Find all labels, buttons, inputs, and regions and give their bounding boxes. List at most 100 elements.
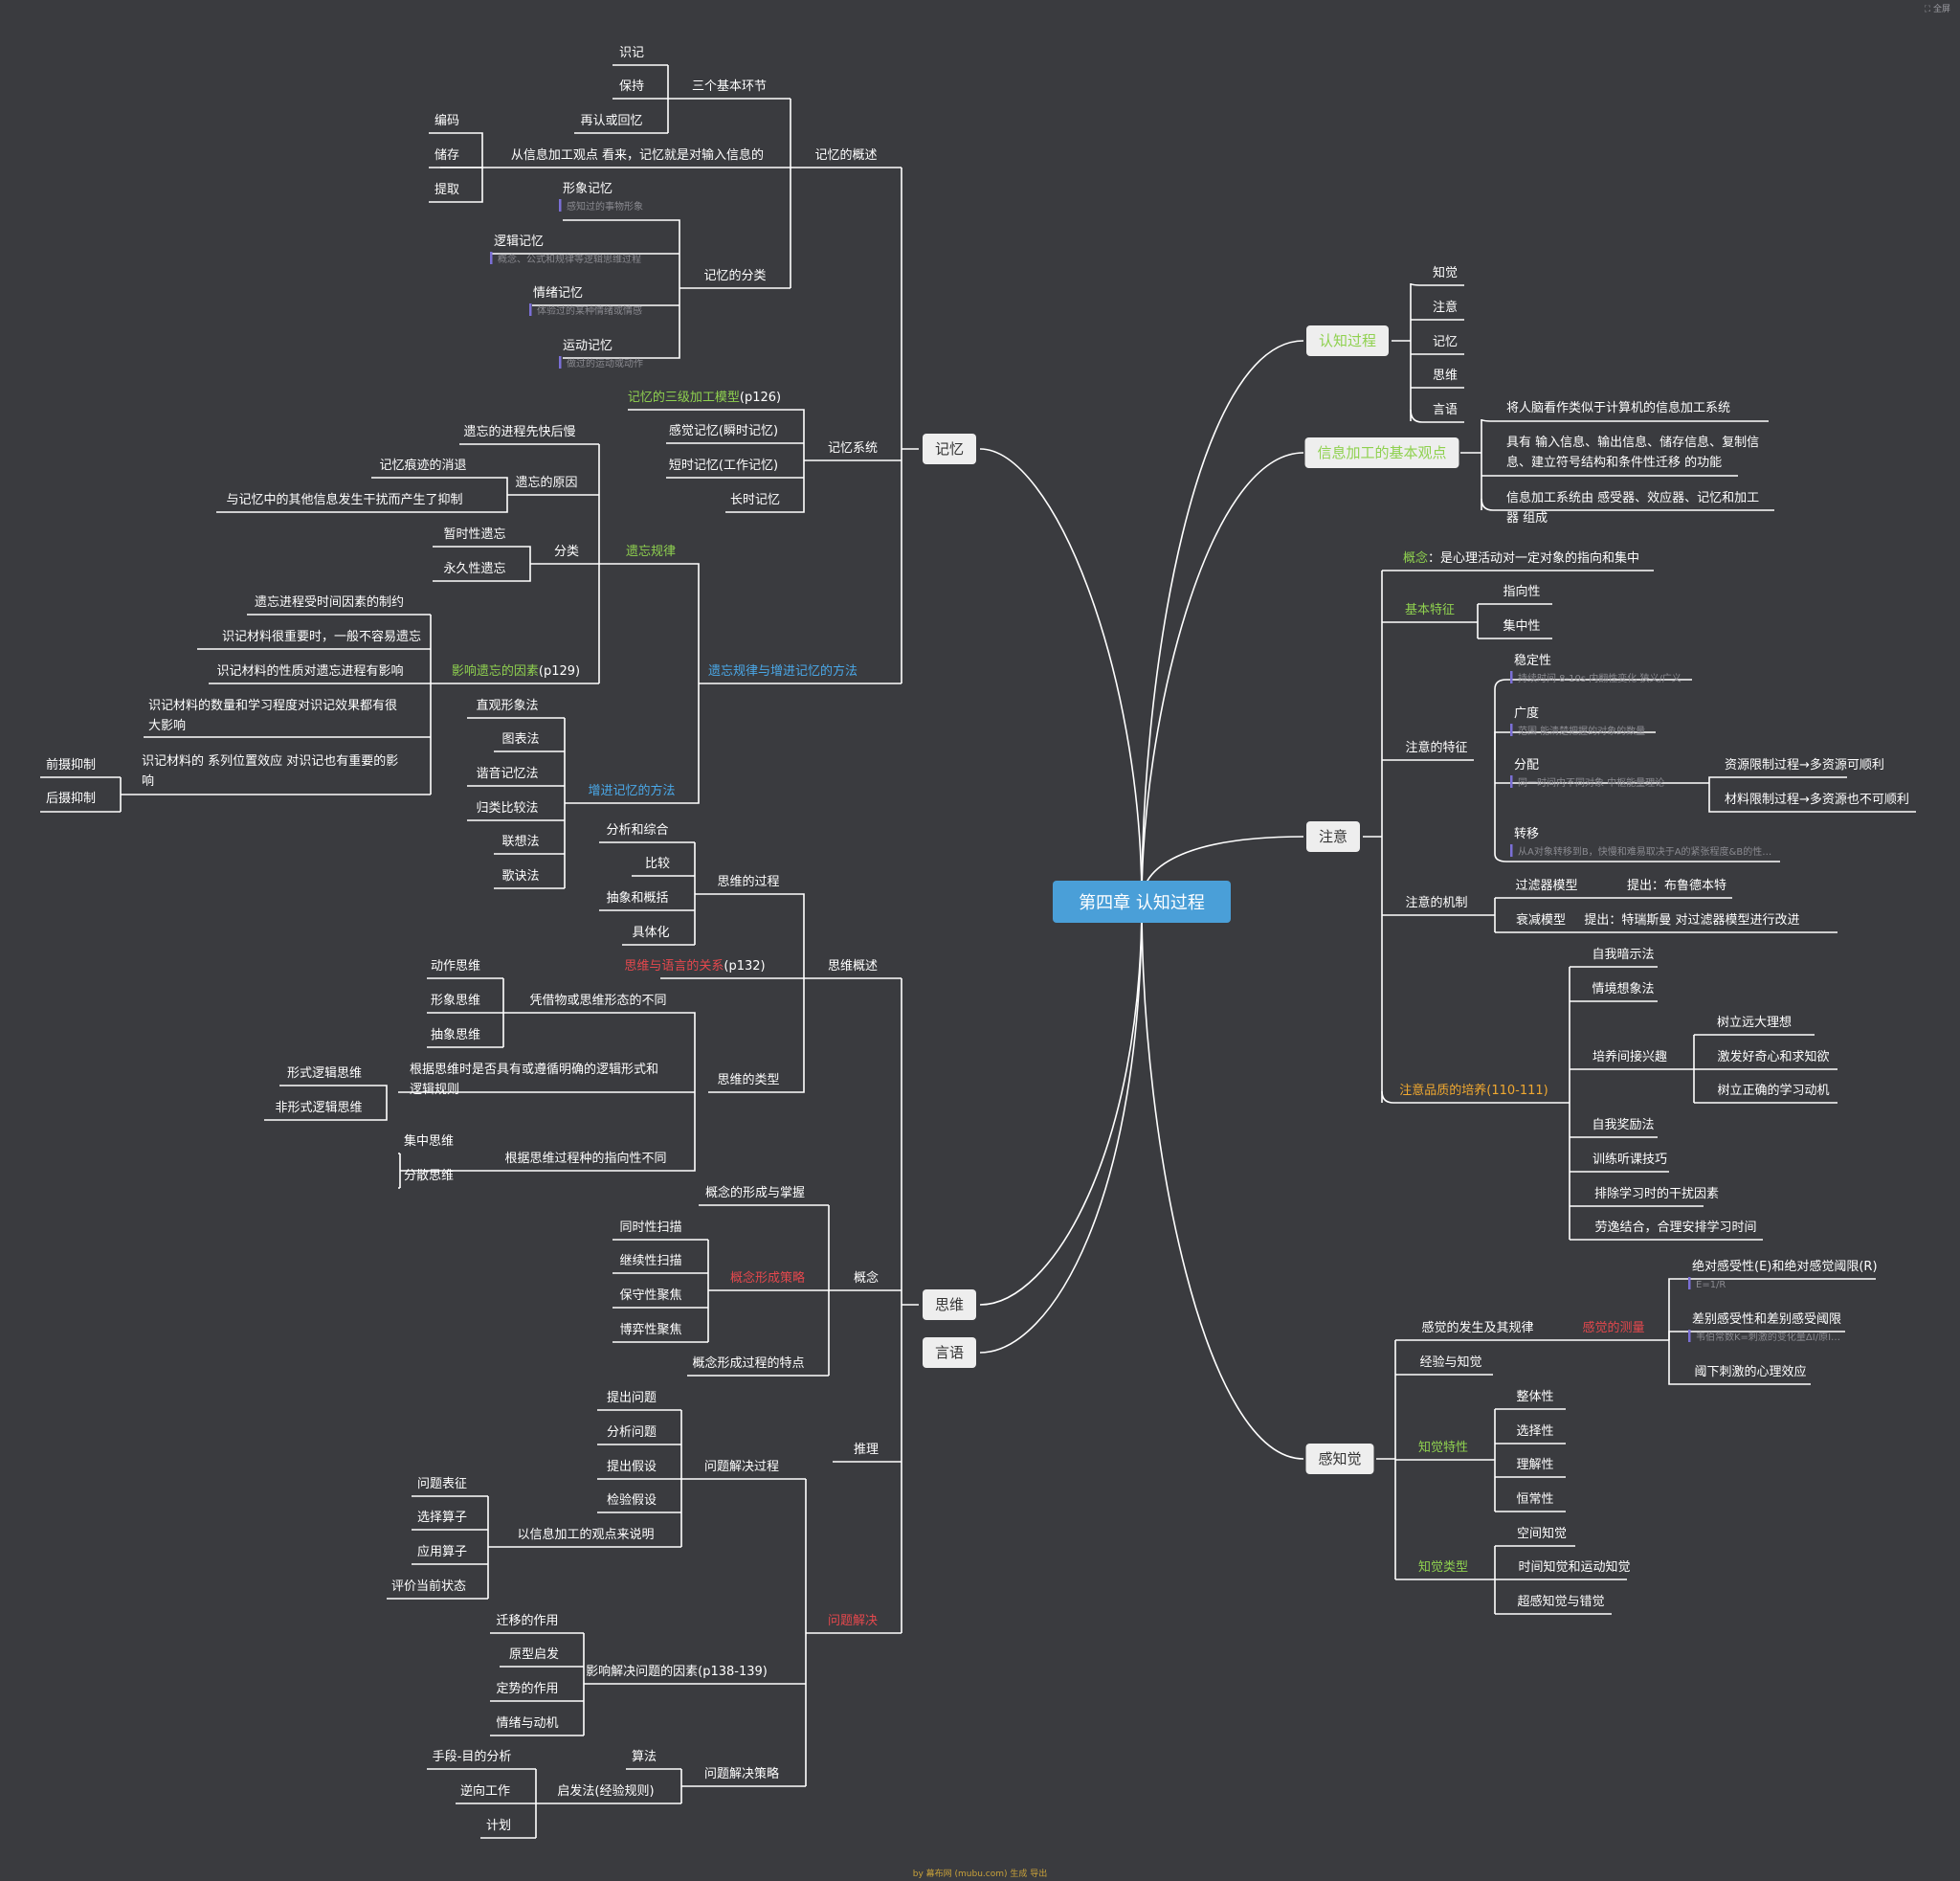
topic-node[interactable]: 短时记忆(工作记忆): [669, 458, 778, 473]
topic-node[interactable]: 三个基本环节: [692, 79, 767, 94]
topic-node[interactable]: 记忆系统: [828, 440, 878, 456]
topic-node[interactable]: 情境想象法: [1592, 981, 1654, 996]
topic-node[interactable]: 记忆: [1433, 334, 1458, 349]
topic-node[interactable]: 归类比较法: [476, 801, 538, 816]
topic-node[interactable]: 记忆的三级加工模型(p126): [628, 390, 781, 405]
topic-node[interactable]: 动作思维: [431, 959, 480, 974]
topic-node[interactable]: 算法: [632, 1750, 657, 1764]
topic-node[interactable]: 提出：布鲁德本特: [1627, 878, 1726, 893]
topic-node[interactable]: 概念：是心理活动对一定对象的指向和集中: [1403, 550, 1639, 566]
fullscreen-icon[interactable]: ⛶ 全屏: [1924, 5, 1950, 14]
topic-node[interactable]: 知觉特性: [1418, 1440, 1468, 1455]
topic-node[interactable]: 理解性: [1516, 1458, 1553, 1472]
topic-node[interactable]: 识记材料的 系列位置效应 对识记也有重要的影响: [142, 753, 398, 789]
topic-node[interactable]: 知觉类型: [1418, 1559, 1468, 1575]
topic-node[interactable]: 永久性遗忘: [443, 562, 505, 576]
topic-node[interactable]: 联想法: [501, 834, 539, 849]
topic-node[interactable]: 自我暗示法: [1592, 948, 1654, 962]
topic-node[interactable]: 过滤器模型: [1515, 879, 1577, 893]
topic-node[interactable]: 超感知觉与错觉: [1517, 1594, 1604, 1609]
topic-node[interactable]: 激发好奇心和求知欲: [1717, 1049, 1829, 1064]
topic-node[interactable]: 手段-目的分析: [433, 1749, 512, 1764]
topic-node[interactable]: 暂时性遗忘: [443, 527, 505, 542]
topic-node[interactable]: 谐音记忆法: [476, 766, 538, 781]
topic-node[interactable]: 整体性: [1516, 1390, 1553, 1404]
topic-node[interactable]: 经验与知觉: [1419, 1355, 1481, 1370]
topic-node[interactable]: 劳逸结合，合理安排学习时间: [1594, 1220, 1756, 1235]
topic-node[interactable]: 资源限制过程→多资源可顺利: [1725, 757, 1884, 773]
topic-node[interactable]: 保持: [619, 79, 644, 94]
topic-node[interactable]: 分散思维: [404, 1169, 454, 1183]
topic-node[interactable]: 歌诀法: [501, 869, 539, 884]
topic-node[interactable]: 前摄抑制: [46, 757, 96, 773]
topic-node[interactable]: 计划: [486, 1819, 511, 1833]
topic-node[interactable]: 感觉的发生及其规律: [1421, 1320, 1533, 1335]
topic-node[interactable]: 思维: [1433, 369, 1458, 383]
topic-node[interactable]: 将人脑看作类似于计算机的信息加工系统: [1506, 400, 1730, 415]
topic-node[interactable]: 影响解决问题的因素(p138-139): [586, 1664, 768, 1679]
topic-node[interactable]: 具有 输入信息、输出信息、储存信息、复制信息、建立符号结构和条件性迁移 的功能: [1506, 435, 1759, 470]
topic-node[interactable]: 博弈性聚焦: [619, 1322, 681, 1337]
topic-node[interactable]: 信息加工系统由 感受器、效应器、记忆和加工器 组成: [1506, 490, 1759, 526]
topic-node[interactable]: 以信息加工的观点来说明: [517, 1527, 654, 1542]
topic-node[interactable]: 绝对感受性(E)和绝对感觉阈限(R)E=1/R: [1688, 1259, 1878, 1290]
topic-node[interactable]: 启发法(经验规则): [557, 1783, 654, 1799]
topic-node[interactable]: 知觉: [1433, 265, 1458, 280]
topic-node[interactable]: 材料限制过程→多资源也不可顺利: [1725, 792, 1909, 807]
topic-node[interactable]: 直观形象法: [476, 699, 538, 713]
topic-node[interactable]: 遗忘规律: [626, 545, 676, 559]
topic-node[interactable]: 思维概述: [828, 959, 878, 974]
topic-node[interactable]: 思维的过程: [717, 874, 779, 889]
topic-node[interactable]: 识记: [619, 46, 644, 60]
topic-node[interactable]: 储存: [434, 148, 459, 163]
topic-node[interactable]: 评价当前状态: [391, 1579, 466, 1594]
topic-node[interactable]: 分析问题: [607, 1425, 657, 1440]
topic-node[interactable]: 差别感受性和差别感受阈限韦伯常数K=刺激的变化量ΔI/原I…: [1688, 1311, 1841, 1343]
topic-node[interactable]: 识记材料很重要时，一般不容易遗忘: [222, 629, 421, 644]
topic-node[interactable]: 比较: [645, 857, 670, 871]
topic-node[interactable]: 继续性扫描: [619, 1254, 681, 1268]
topic-node[interactable]: 与记忆中的其他信息发生干扰而产生了抑制: [226, 492, 462, 507]
topic-node[interactable]: 情绪与动机: [496, 1716, 558, 1731]
branch-node[interactable]: 认知过程: [1306, 325, 1389, 356]
topic-node[interactable]: 选择性: [1516, 1424, 1553, 1439]
topic-node[interactable]: 提取: [434, 182, 459, 197]
root-node[interactable]: 第四章 认知过程: [1053, 881, 1231, 923]
topic-node[interactable]: 转移从A对象转移到B，快慢和难易取决于A的紧张程度&B的性…: [1510, 827, 1771, 858]
branch-node[interactable]: 言语: [923, 1337, 976, 1368]
topic-node[interactable]: 长时记忆: [730, 492, 780, 507]
topic-node[interactable]: 衰减模型: [1516, 912, 1566, 928]
topic-node[interactable]: 选择算子: [417, 1511, 467, 1525]
topic-node[interactable]: 识记材料的性质对遗忘进程有影响: [216, 663, 403, 679]
topic-node[interactable]: 遗忘的原因: [515, 475, 577, 490]
topic-node[interactable]: 注意: [1433, 300, 1458, 315]
branch-node[interactable]: 信息加工的基本观点: [1304, 437, 1459, 468]
topic-node[interactable]: 凭借物或思维形态的不同: [529, 993, 666, 1008]
topic-node[interactable]: 检验假设: [607, 1492, 657, 1508]
topic-node[interactable]: 遗忘进程受时间因素的制约: [255, 594, 404, 610]
topic-node[interactable]: 注意品质的培养(110-111): [1399, 1083, 1548, 1098]
topic-node[interactable]: 根据思维过程种的指向性不同: [504, 1151, 666, 1166]
branch-node[interactable]: 注意: [1306, 821, 1360, 852]
topic-node[interactable]: 排除学习时的干扰因素: [1594, 1186, 1719, 1201]
topic-node[interactable]: 感觉的测量: [1582, 1320, 1644, 1335]
topic-node[interactable]: 保守性聚焦: [619, 1288, 681, 1303]
topic-node[interactable]: 逆向工作: [460, 1783, 510, 1799]
topic-node[interactable]: 图表法: [501, 732, 539, 747]
topic-node[interactable]: 编码: [434, 114, 459, 128]
topic-node[interactable]: 抽象思维: [431, 1028, 480, 1042]
topic-node[interactable]: 原型启发: [509, 1646, 559, 1662]
topic-node[interactable]: 感觉记忆(瞬时记忆): [669, 423, 778, 438]
topic-node[interactable]: 树立远大理想: [1717, 1015, 1792, 1030]
topic-node[interactable]: 记忆痕迹的消退: [379, 458, 466, 473]
topic-node[interactable]: 恒常性: [1516, 1492, 1553, 1507]
topic-node[interactable]: 自我奖励法: [1592, 1118, 1654, 1132]
topic-node[interactable]: 训练听课技巧: [1592, 1153, 1667, 1167]
